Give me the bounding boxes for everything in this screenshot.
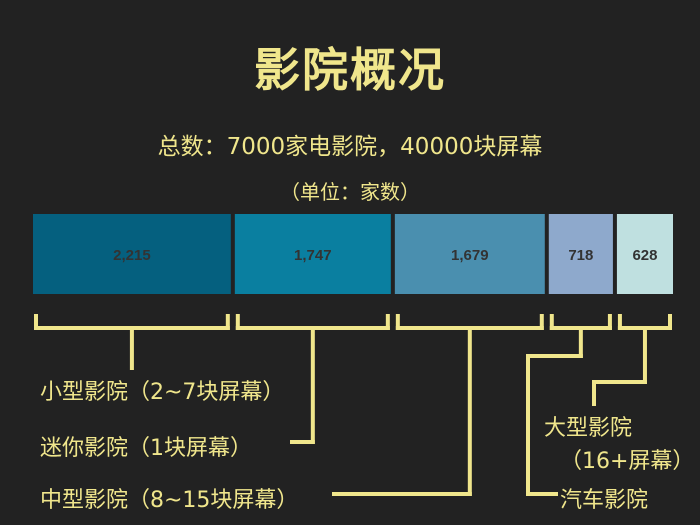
category-label-mini: 迷你影院（1块屏幕） [40,436,252,461]
bar-segment [33,214,231,294]
category-label-small: 小型影院（2~7块屏幕） [40,380,285,405]
category-label-medium: 中型影院（8~15块屏幕） [40,488,299,513]
chart-title: 影院概况 [254,43,446,97]
bar-segment [548,214,613,294]
bar-value-label: 2,215 [113,247,151,264]
chart-subtitle: 总数：7000家电影院，40000块屏幕 [157,134,543,160]
bar-value-label: 1,747 [294,247,332,264]
category-label-large-line2: （16+屏幕） [560,449,695,474]
category-label-drivein: 汽车影院 [560,488,649,513]
bar-value-label: 628 [632,247,657,264]
bar-segment [616,214,673,294]
category-label-large-line1: 大型影院 [544,416,633,441]
unit-note: （单位：家数） [280,180,420,204]
bar-value-label: 718 [568,247,593,264]
bar-segment [234,214,391,294]
bar-segment [394,214,545,294]
bar-value-label: 1,679 [451,247,489,264]
